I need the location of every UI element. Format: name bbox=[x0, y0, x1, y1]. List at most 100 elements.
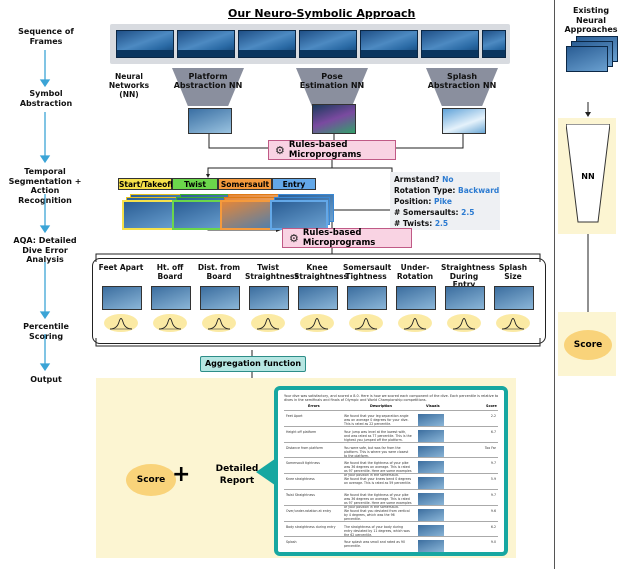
report-desc-cell: You were safe, but was far from the plat… bbox=[344, 445, 409, 458]
aggregation-function: Aggregation function bbox=[200, 356, 306, 372]
percentile-curve-icon bbox=[349, 314, 383, 332]
percentile-curve-icon bbox=[251, 314, 285, 332]
error-label: Feet Apart bbox=[98, 263, 144, 272]
percentile-curve-icon bbox=[496, 314, 530, 332]
report-visual-cell bbox=[418, 461, 444, 474]
report-visual-cell bbox=[418, 477, 444, 490]
panel-divider bbox=[554, 0, 555, 569]
error-visual bbox=[298, 286, 338, 310]
stage-output: Output bbox=[30, 375, 62, 384]
neural-networks-label: Neural Networks (NN) bbox=[108, 72, 150, 99]
rotation-row: Rotation Type: Backward bbox=[394, 186, 500, 195]
right-title: Existing Neural Approaches bbox=[564, 6, 618, 35]
table-row: Twist Straightness We found that the tig… bbox=[284, 489, 498, 509]
segment-start: Start/Takeoff bbox=[118, 178, 174, 190]
table-row: Over/under-rotation at entry We found th… bbox=[284, 504, 498, 522]
report-error-cell: Height off platform bbox=[286, 429, 317, 434]
percentile-curve-icon bbox=[153, 314, 187, 332]
error-visual bbox=[494, 286, 534, 310]
error-label: Straightness During Entry bbox=[441, 263, 495, 290]
error-label: Splash Size bbox=[498, 263, 528, 281]
error-card: Splash Size bbox=[490, 263, 536, 334]
error-card: Straightness During Entry bbox=[441, 263, 495, 334]
action-info: Armstand? No Rotation Type: Backward Pos… bbox=[394, 174, 499, 229]
score-oval: Score bbox=[126, 464, 176, 496]
splash-thumb bbox=[442, 108, 486, 134]
nn-label: NN bbox=[581, 172, 595, 181]
error-visual bbox=[347, 286, 387, 310]
error-visual bbox=[249, 286, 289, 310]
report-score-cell: 5.9 bbox=[490, 477, 496, 482]
report-score-cell: Too Far bbox=[484, 445, 496, 450]
error-label: Dist. from Board bbox=[197, 263, 241, 281]
detailed-report-label: Detailed Report bbox=[215, 464, 259, 486]
gear-icon: ⚙ bbox=[275, 143, 285, 157]
error-card: Ht. off Board bbox=[147, 263, 193, 334]
report-error-cell: Knee straightness bbox=[286, 477, 315, 482]
table-row: Distance from platform You were safe, bu… bbox=[284, 441, 498, 459]
error-card: Dist. from Board bbox=[196, 263, 242, 334]
report-visual-cell bbox=[418, 524, 444, 537]
report-error-cell: Splash bbox=[286, 540, 297, 545]
gear-icon: ⚙ bbox=[289, 231, 299, 245]
page-title: Our Neuro-Symbolic Approach bbox=[228, 7, 416, 20]
error-card: Somersault Tightness bbox=[343, 263, 392, 334]
report-score-cell: 6.2 bbox=[490, 524, 496, 529]
percentile-curve-icon bbox=[447, 314, 481, 332]
table-row: Height off platform Your jump was level … bbox=[284, 425, 498, 443]
error-visual bbox=[445, 286, 485, 310]
error-visual bbox=[396, 286, 436, 310]
error-visual bbox=[102, 286, 142, 310]
rules-microprograms-1: ⚙ Rules-based Microprograms bbox=[268, 140, 396, 160]
report-desc-cell: We found that the tightness of your pike… bbox=[344, 493, 412, 509]
report-score-cell: 9.7 bbox=[490, 461, 496, 466]
error-card: Twist Straightness bbox=[245, 263, 299, 334]
table-row: Somersault tightness We found that the t… bbox=[284, 457, 498, 477]
rules-label-2: Rules-based Microprograms bbox=[302, 228, 376, 248]
stage-sequence: Sequence of Frames bbox=[18, 27, 74, 46]
position-row: Position: Pike bbox=[394, 197, 452, 206]
frame-3 bbox=[238, 30, 296, 58]
report-desc-cell: We found that your knees bend 0 degrees … bbox=[344, 477, 412, 486]
report-score-cell: 9.6 bbox=[490, 508, 496, 513]
stage-arrows bbox=[39, 50, 51, 372]
error-card: Under-Rotation bbox=[392, 263, 438, 334]
report-visual-cell bbox=[418, 540, 444, 553]
rules-microprograms-2: ⚙ Rules-based Microprograms bbox=[282, 228, 412, 248]
report-desc-cell: We found that you deviated from vertical… bbox=[344, 508, 410, 521]
report-score-cell: 9.0 bbox=[490, 540, 496, 545]
percentile-curve-icon bbox=[398, 314, 432, 332]
report-error-cell: Somersault tightness bbox=[286, 461, 320, 466]
error-label: Knee Straightness bbox=[294, 263, 348, 281]
frame-1 bbox=[116, 30, 174, 58]
report-intro: Your dive was satisfactory, and scored a… bbox=[284, 394, 499, 403]
report-desc-cell: Your jump was level at the lowest with, … bbox=[344, 429, 412, 442]
error-visual bbox=[200, 286, 240, 310]
frame-5 bbox=[360, 30, 418, 58]
splash-nn-label: Splash Abstraction NN bbox=[427, 72, 497, 91]
plus-sign: + bbox=[172, 462, 191, 487]
report-visual-cell bbox=[418, 429, 444, 442]
armstand-row: Armstand? No bbox=[394, 175, 454, 184]
report-error-cell: Over/under-rotation at entry bbox=[286, 508, 332, 513]
error-visual bbox=[151, 286, 191, 310]
table-row: Splash Your splash was small and rated a… bbox=[284, 536, 498, 553]
report-desc-cell: We found that your leg separation angle … bbox=[344, 414, 409, 426]
percentile-curve-icon bbox=[104, 314, 138, 332]
segment-entry: Entry bbox=[272, 178, 316, 190]
percentile-curve-icon bbox=[202, 314, 236, 332]
report-score-cell: 2.2 bbox=[490, 414, 496, 418]
error-label: Somersault Tightness bbox=[343, 263, 392, 281]
pose-nn-label: Pose Estimation NN bbox=[299, 72, 365, 91]
stage-symbol: Symbol Abstraction bbox=[19, 89, 73, 108]
table-row: Knee straightness We found that your kne… bbox=[284, 473, 498, 490]
pose-thumb bbox=[312, 104, 356, 134]
error-label: Twist Straightness bbox=[245, 263, 299, 281]
report-error-cell: Body straightness during entry bbox=[286, 524, 336, 529]
percentile-curve-icon bbox=[300, 314, 334, 332]
right-score-oval: Score bbox=[564, 330, 612, 360]
somersaults-row: # Somersaults: 2.5 bbox=[394, 208, 475, 217]
rules-label-1: Rules-based Microprograms bbox=[288, 140, 362, 160]
report-visual-cell bbox=[418, 414, 444, 426]
report-score-cell: 6.7 bbox=[490, 429, 496, 434]
